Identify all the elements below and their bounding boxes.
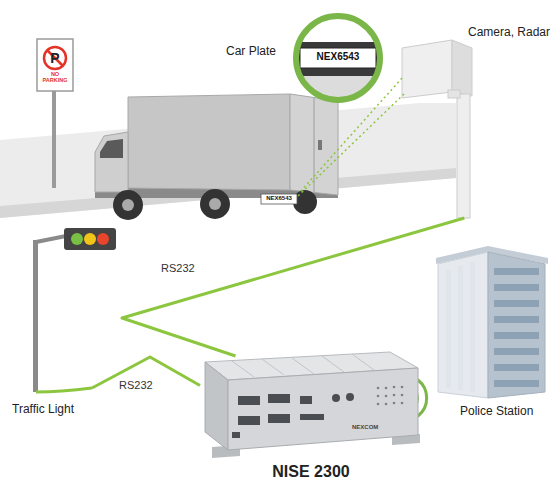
device-side — [205, 362, 228, 450]
node-label: Traffic Light — [12, 402, 74, 417]
truck-door-line — [314, 98, 315, 192]
camera-bracket — [448, 90, 460, 98]
truck-window — [100, 139, 123, 158]
light-red — [97, 233, 109, 245]
light-arm — [36, 236, 66, 242]
camera-pole — [457, 94, 470, 218]
truck-wheel — [113, 190, 143, 220]
edge-label: RS232 — [118, 379, 154, 392]
sign-plate — [37, 39, 73, 91]
light-yellow — [84, 233, 96, 245]
sign-circle — [44, 47, 66, 69]
camera-side — [452, 40, 472, 96]
view-line — [296, 94, 404, 198]
callout-ring — [296, 16, 380, 100]
traffic-light-node: Traffic Light — [8, 222, 92, 422]
sign-symbol: P — [45, 50, 65, 66]
building-stripes — [446, 262, 475, 392]
building-left — [438, 252, 488, 398]
plate-number: NEX6543 — [300, 51, 376, 63]
wire-stub — [36, 388, 92, 392]
callout-title: Car Plate — [226, 45, 276, 59]
node-label: Police Station — [460, 404, 533, 419]
device-front — [228, 368, 418, 450]
edge-label: RS232 — [160, 262, 196, 275]
light-housing — [64, 228, 116, 250]
truck-handle — [318, 140, 322, 150]
camera-front — [402, 40, 452, 98]
light-pole — [33, 240, 38, 392]
truck-box-side — [128, 94, 290, 190]
device-ports — [232, 393, 354, 438]
device-vents — [377, 386, 404, 406]
device-node: NISE 2300 — [200, 356, 422, 484]
police-station-node: Police Station — [430, 246, 554, 424]
truck-cab — [95, 132, 128, 192]
sign-text: NO PARKING — [39, 72, 71, 84]
truck-hub — [122, 199, 134, 211]
sign-pole — [52, 88, 56, 188]
cable-line — [122, 218, 464, 356]
truck-hub — [209, 198, 221, 210]
device-logo: NEXCOM — [352, 424, 378, 431]
truck-box-rear — [290, 94, 338, 195]
node-label: Camera, Radar — [468, 25, 550, 40]
truck-plate — [261, 194, 297, 204]
camera-node: Camera, Radar — [398, 22, 556, 218]
plate-number: NEX6543 — [261, 195, 297, 202]
serial-cable — [122, 218, 464, 356]
truck-wheel — [200, 189, 230, 219]
building-right — [488, 252, 545, 398]
light-green — [71, 233, 83, 245]
node-label: NISE 2300 — [272, 462, 349, 482]
callout-plate — [300, 48, 376, 68]
building-windows — [494, 268, 539, 387]
